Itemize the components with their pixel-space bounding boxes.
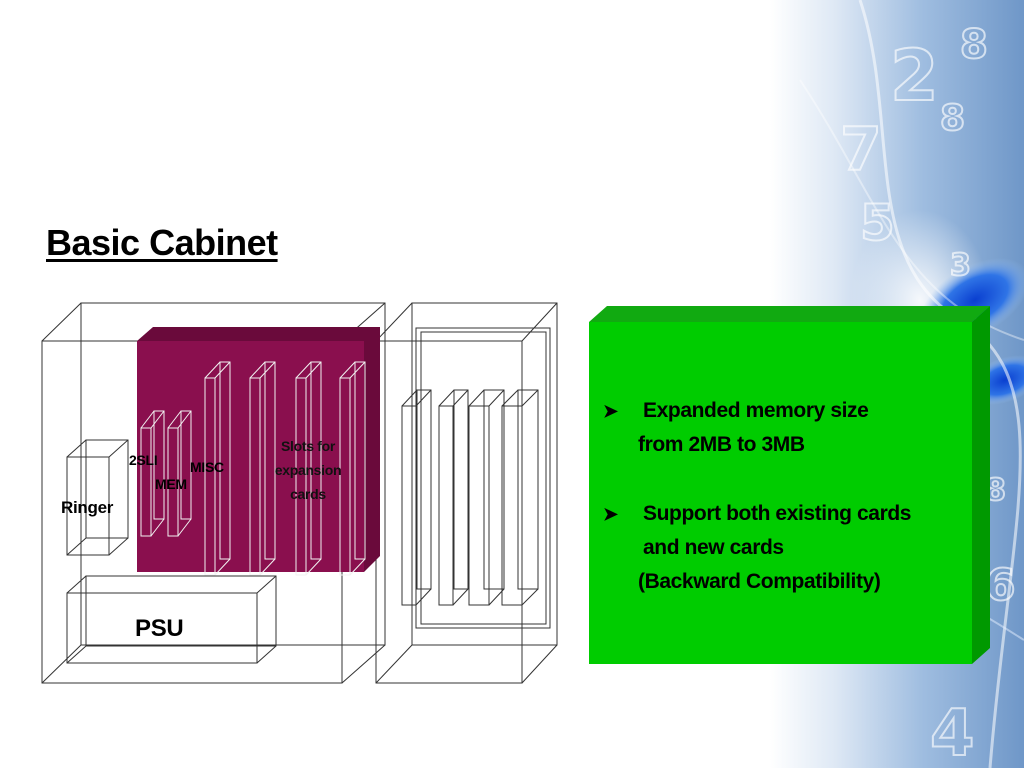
bullet-2-line-3: (Backward Compatibility) [638, 570, 881, 593]
slide-title: Basic Cabinet [46, 222, 278, 263]
svg-text:2: 2 [890, 35, 939, 117]
slot-expansion-2 [295, 361, 322, 576]
right-slot [501, 389, 539, 606]
ringer-label: Ringer [61, 498, 114, 517]
bullet-2-line-1: Support both existing cards [643, 502, 912, 525]
card-slots [140, 361, 366, 576]
svg-text:7: 7 [840, 115, 882, 185]
psu-box [66, 575, 277, 664]
sli-label: 2SLI [129, 452, 158, 468]
arrow-bullet-icon: ➤ [603, 504, 618, 524]
right-slot [401, 389, 432, 606]
arrow-bullet-icon: ➤ [603, 401, 618, 421]
right-cabinet-slots [401, 389, 539, 606]
svg-text:4: 4 [930, 697, 975, 768]
slot-mem [167, 410, 192, 537]
slot-sli [140, 410, 165, 537]
svg-text:8: 8 [960, 22, 988, 68]
slot-expansion-1 [249, 361, 276, 576]
bullet-1-line-1: Expanded memory size [643, 399, 869, 422]
psu-label: PSU [135, 615, 184, 642]
misc-label: MISC [190, 459, 224, 475]
svg-text:5: 5 [860, 194, 895, 252]
right-slot [438, 389, 469, 606]
mem-label: MEM [155, 476, 187, 492]
expansion-slots-label-line: Slots for [280, 438, 336, 454]
ringer-box [66, 439, 129, 556]
slot-expansion-3 [339, 361, 366, 576]
svg-text:3: 3 [950, 248, 971, 283]
expansion-slots-label: Slots for expansion cards [258, 434, 358, 506]
expansion-slots-label-line: cards [290, 486, 326, 502]
slot-misc [204, 361, 231, 576]
bullet-1-line-2: from 2MB to 3MB [638, 433, 805, 456]
bullet-2-line-2: and new cards [643, 536, 784, 559]
right-slot [468, 389, 505, 606]
green-info-panel [589, 306, 990, 664]
svg-text:8: 8 [940, 98, 965, 139]
expansion-slots-label-line: expansion [274, 462, 342, 478]
